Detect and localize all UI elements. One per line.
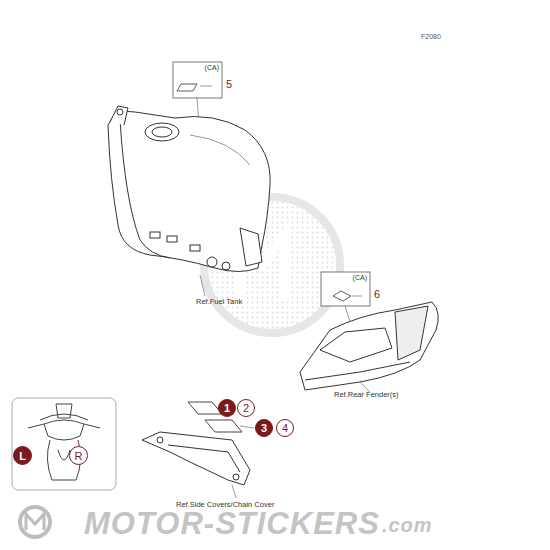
callout-number: R [75, 450, 83, 462]
region-code: (CA) [324, 274, 367, 281]
part-reference: Ref.Rear Fender(s) [334, 390, 399, 399]
callout-circle: R [69, 446, 88, 465]
callout-circle: L [13, 446, 32, 465]
callout-number: 4 [282, 422, 288, 434]
region-code: (CA) [176, 64, 219, 71]
callout-circle: 4 [276, 419, 294, 437]
callout-number: 3 [261, 422, 267, 434]
callout-circle: 3 [255, 419, 273, 437]
callout-number: 5 [226, 78, 232, 90]
callout-number: L [19, 450, 26, 462]
callout-number: 1 [224, 402, 230, 414]
part-reference: Ref.Fuel Tank [196, 297, 242, 306]
callout-number: 2 [243, 402, 249, 414]
callout-number: 6 [374, 288, 380, 300]
callout-circle: 1 [218, 399, 236, 417]
sticker-box: (CA) [321, 272, 370, 306]
watermark: MOTOR-STICKERS [84, 506, 380, 542]
watermark: .com [382, 514, 433, 537]
drawing-code: F2080 [421, 33, 441, 40]
sticker-box: (CA) [173, 62, 222, 98]
callout-circle: 2 [237, 399, 255, 417]
